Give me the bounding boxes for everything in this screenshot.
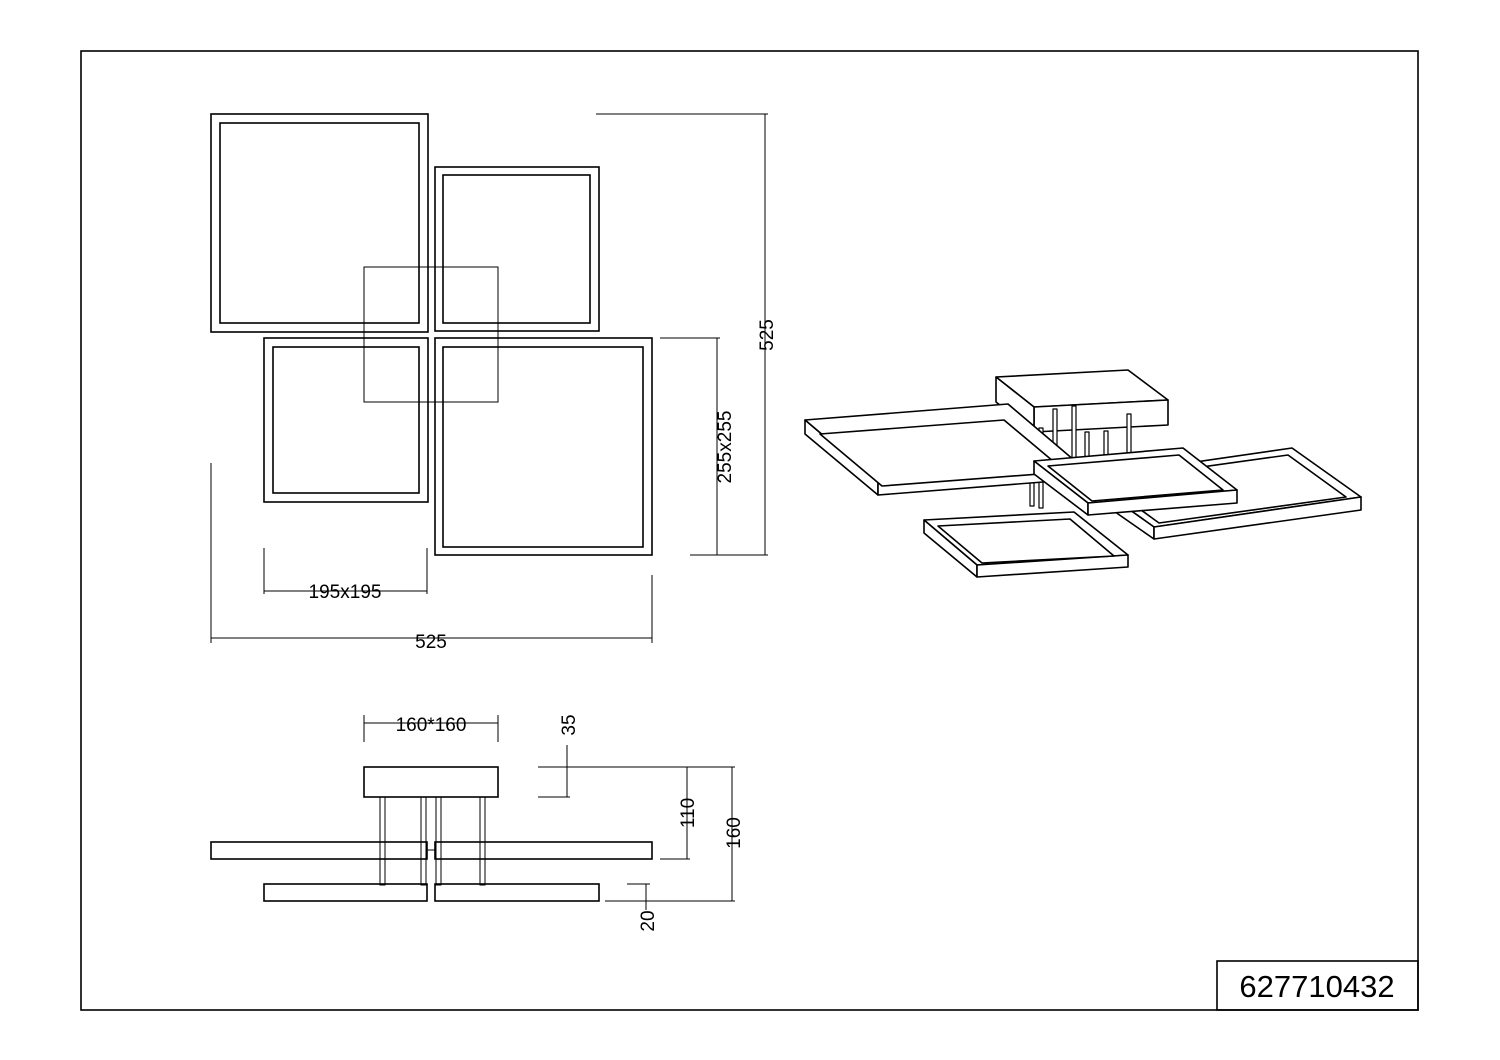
dimension-large-frame: 255x255: [660, 337, 736, 555]
overall-width-label: 525: [415, 632, 447, 653]
top-view-canopy: [363, 266, 499, 403]
dimension-overall-height: 525: [596, 113, 778, 556]
dimension-total-height: 160: [605, 767, 745, 902]
total-height-label: 160: [724, 817, 745, 849]
small-frame-size-label: 195x195: [309, 582, 382, 603]
perspective-canopy: [995, 369, 1169, 433]
perspective-view: [804, 369, 1362, 578]
side-view-rods: [379, 796, 486, 886]
side-view-lower-frames: [263, 883, 600, 902]
perspective-frame-front: [923, 511, 1129, 578]
dimension-canopy-height: 35: [538, 714, 580, 798]
side-view: 160*160 35 110 160 20: [210, 714, 745, 932]
side-view-canopy: [363, 766, 499, 798]
overall-height-label: 525: [757, 319, 778, 351]
top-view-frame-bottom-right: [434, 337, 653, 556]
perspective-frame-left: [804, 403, 1082, 496]
suspension-height-label: 110: [678, 798, 699, 828]
sheet-border: [80, 50, 1419, 1011]
article-number-box: 627710432: [1216, 960, 1419, 1011]
top-view-canopy-visible: [363, 266, 499, 403]
large-frame-size-label: 255x255: [715, 411, 736, 484]
dimension-small-frame: 195x195: [263, 548, 428, 603]
top-view-frame-top-left: [210, 113, 429, 333]
perspective-frame-back: [1033, 447, 1238, 516]
top-view: 525 255x255 195x195 525: [210, 113, 778, 653]
canopy-size-label: 160*160: [396, 715, 467, 736]
dimension-canopy-size: 160*160: [363, 715, 499, 742]
dimension-suspension-height: 110: [570, 766, 735, 860]
side-view-upper-frames: [210, 841, 653, 860]
top-view-frame-bottom-left: [263, 337, 429, 503]
top-view-frame-top-right: [434, 166, 600, 332]
frame-thickness-label: 20: [638, 910, 659, 931]
canopy-height-label: 35: [559, 714, 580, 735]
article-number: 627710432: [1239, 969, 1394, 1004]
dimension-overall-width: 525: [210, 463, 653, 653]
dimension-frame-thickness: 20: [627, 883, 659, 932]
